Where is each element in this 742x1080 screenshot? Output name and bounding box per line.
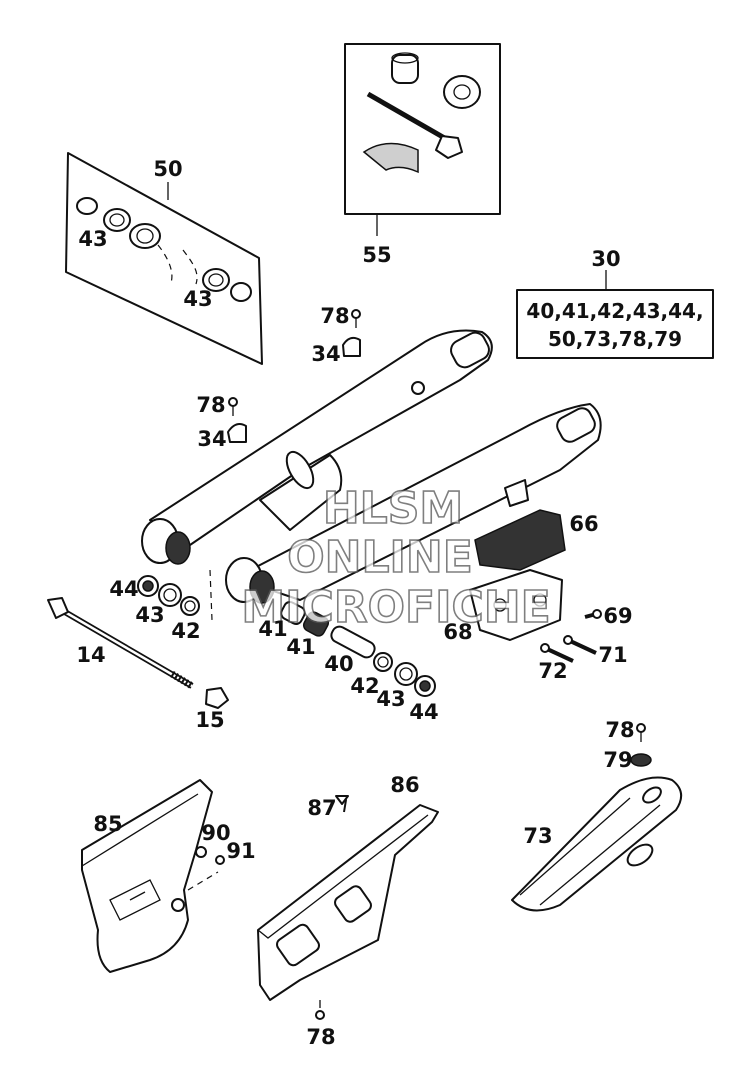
screw-78-icon xyxy=(636,723,646,733)
chain-adjuster-slot xyxy=(556,407,596,443)
callout-78: 78 xyxy=(605,718,634,742)
kit-50-panel xyxy=(65,152,263,365)
callout-43: 43 xyxy=(183,287,212,311)
callout-78: 78 xyxy=(196,393,225,417)
pivot-bolt-icon xyxy=(366,91,450,143)
screw-78-icon xyxy=(315,1010,325,1020)
callout-43: 43 xyxy=(78,227,107,251)
bushing-41-icon xyxy=(280,601,306,625)
callout-41: 41 xyxy=(286,635,315,659)
bolt-71-icon xyxy=(567,638,597,655)
swingarm xyxy=(141,329,602,604)
callout-55: 55 xyxy=(362,243,391,267)
bearing-seal-icon xyxy=(230,282,252,302)
bushing-flanged-icon xyxy=(443,75,481,109)
callout-86: 86 xyxy=(390,773,419,797)
watermark-line-1: HLSM xyxy=(323,483,463,534)
callout-42: 42 xyxy=(171,619,200,643)
nut-90-icon xyxy=(195,846,207,858)
bearing-ring-icon xyxy=(103,208,131,232)
watermark: HLSM ONLINE MICROFICHE xyxy=(241,482,552,634)
bearing-ring-icon xyxy=(202,268,230,292)
chain-guard-86 xyxy=(257,795,439,1020)
callout-50: 50 xyxy=(153,157,182,181)
chain-guide-slider xyxy=(474,509,566,571)
callout-40: 40 xyxy=(324,652,353,676)
callout-69: 69 xyxy=(603,604,632,628)
kit-contents-box xyxy=(516,289,714,359)
chain-guide-assembly xyxy=(469,509,566,641)
washer-79-icon xyxy=(630,753,652,767)
chain-slider-body xyxy=(511,776,683,912)
callout-43: 43 xyxy=(376,687,405,711)
cable-clamps xyxy=(227,309,361,443)
callout-78: 78 xyxy=(320,304,349,328)
kit-55-box xyxy=(344,43,501,215)
kit-50-card xyxy=(65,152,263,365)
screw-78-icon xyxy=(351,309,361,319)
bolt-head-icon xyxy=(435,135,463,159)
callout-labels: 50 55 30 43 43 40,41,42,43,44, 50,73,78,… xyxy=(76,157,703,1049)
callout-42: 42 xyxy=(350,674,379,698)
watermark-line-2: ONLINE xyxy=(287,532,473,583)
watermark-line-3: MICROFICHE xyxy=(241,582,550,633)
bolt-head-icon xyxy=(47,597,69,619)
kit-55-panel xyxy=(344,43,501,236)
kit-30-group xyxy=(516,270,714,359)
clamp-34-icon xyxy=(342,336,361,357)
washer-42-icon xyxy=(180,596,200,616)
callout-72: 72 xyxy=(538,659,567,683)
callout-66: 66 xyxy=(569,512,598,536)
bolts-69-71-72 xyxy=(540,609,602,663)
bolt-72-icon xyxy=(544,646,574,663)
needle-bearing-icon xyxy=(129,223,161,249)
bushing-41-icon xyxy=(302,611,330,637)
callout-15: 15 xyxy=(195,708,224,732)
callout-44: 44 xyxy=(409,700,438,724)
kit-contents-line-2: 50,73,78,79 xyxy=(548,327,682,351)
bearing-43-icon xyxy=(158,583,182,607)
callout-87: 87 xyxy=(307,796,336,820)
sleeve-40-icon xyxy=(330,625,376,659)
callout-43: 43 xyxy=(135,603,164,627)
callout-34: 34 xyxy=(197,427,226,451)
chain-slider-73 xyxy=(511,723,683,912)
callout-73: 73 xyxy=(523,824,552,848)
chain-adjuster-slot xyxy=(450,331,490,369)
callout-85: 85 xyxy=(93,812,122,836)
callout-44: 44 xyxy=(109,577,138,601)
left-bearing-stack xyxy=(137,569,213,621)
callout-79: 79 xyxy=(603,748,632,772)
callout-71: 71 xyxy=(598,643,627,667)
chain-guide-bracket xyxy=(469,569,563,641)
callout-91: 91 xyxy=(226,839,255,863)
washer-42-icon xyxy=(373,652,393,672)
callout-41: 41 xyxy=(258,617,287,641)
callout-30: 30 xyxy=(591,247,620,271)
chain-guard-85 xyxy=(81,779,225,973)
swingarm-cross-brace xyxy=(259,454,343,531)
sleeve-half-icon xyxy=(362,142,419,174)
callout-68: 68 xyxy=(443,620,472,644)
bushing-icon xyxy=(391,54,419,84)
screw-78-icon xyxy=(228,397,238,407)
swingarm-left-arm xyxy=(149,329,493,546)
right-bearing-stack xyxy=(280,601,436,697)
callout-90: 90 xyxy=(201,821,230,845)
callout-78: 78 xyxy=(306,1025,335,1049)
kit-contents-line-1: 40,41,42,43,44, xyxy=(526,299,703,323)
pivot-bolt-14 xyxy=(47,597,229,709)
mount-tab xyxy=(504,479,529,507)
callout-34: 34 xyxy=(311,342,340,366)
washer-91-icon xyxy=(215,855,225,865)
bearing-seal-icon xyxy=(76,197,98,215)
clamp-34-icon xyxy=(227,423,247,443)
nut-15-icon xyxy=(205,687,229,709)
bearing-43-icon xyxy=(394,662,418,686)
callout-14: 14 xyxy=(76,643,105,667)
swingarm-right-arm xyxy=(234,403,602,601)
chain-guard-body xyxy=(81,779,213,973)
